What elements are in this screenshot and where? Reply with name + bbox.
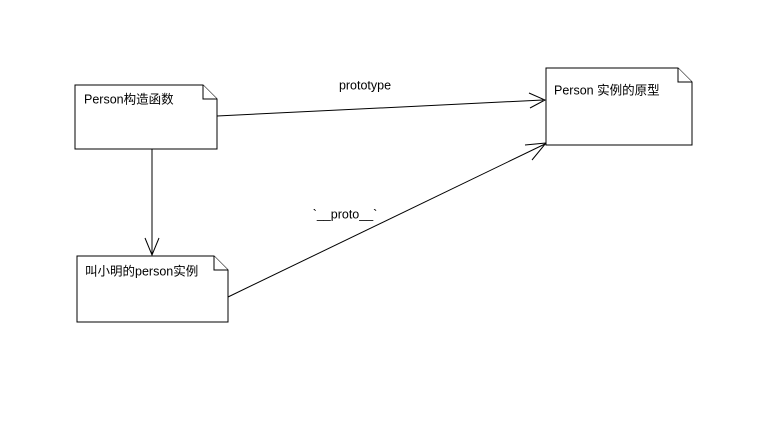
note-person-constructor[interactable]: Person构造函数: [74, 84, 218, 150]
note-person-instance[interactable]: 叫小明的person实例: [76, 255, 229, 323]
edge-prototype: prototype: [216, 78, 547, 117]
edge-proto-line: [227, 143, 546, 298]
edge-proto-label: `__proto__`: [313, 207, 378, 221]
edge-new: [144, 149, 160, 257]
note-person-instance-label: 叫小明的person实例: [85, 263, 198, 278]
note-person-prototype-label: Person 实例的原型: [554, 82, 660, 97]
edge-prototype-line: [216, 99, 544, 117]
note-person-prototype-fold: [677, 68, 692, 83]
edge-prototype-arrowhead: [528, 92, 547, 109]
note-person-prototype-body: [545, 67, 693, 146]
note-person-constructor-fold: [202, 85, 217, 100]
note-person-constructor-label: Person构造函数: [84, 91, 174, 106]
edge-new-arrowhead: [144, 237, 160, 257]
note-person-instance-body: [76, 255, 229, 323]
note-person-instance-fold: [213, 256, 228, 271]
note-person-prototype[interactable]: Person 实例的原型: [545, 67, 693, 146]
edge-proto: `__proto__`: [227, 142, 548, 298]
edge-prototype-label: prototype: [339, 78, 391, 92]
note-person-constructor-body: [74, 84, 218, 150]
